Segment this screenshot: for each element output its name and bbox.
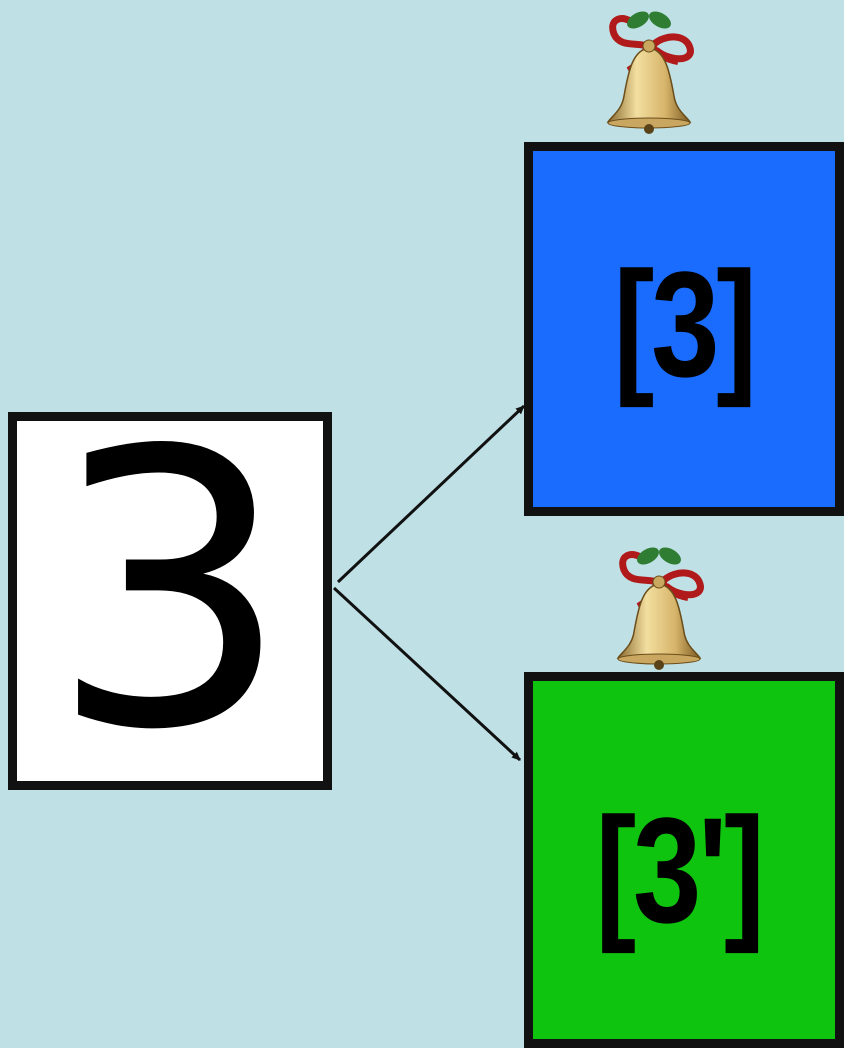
arrow-to-top-box [338, 406, 524, 582]
target-label-bottom: [3'] [595, 795, 761, 945]
target-box-top: [3] [524, 142, 844, 516]
source-box: 3 [8, 412, 332, 790]
bell-icon [594, 4, 704, 134]
target-label-top: [3] [614, 249, 754, 399]
arrow-to-bottom-box [334, 588, 520, 760]
target-box-bottom: [3'] [524, 672, 844, 1048]
source-label: 3 [49, 402, 291, 782]
bell-icon [604, 540, 714, 670]
